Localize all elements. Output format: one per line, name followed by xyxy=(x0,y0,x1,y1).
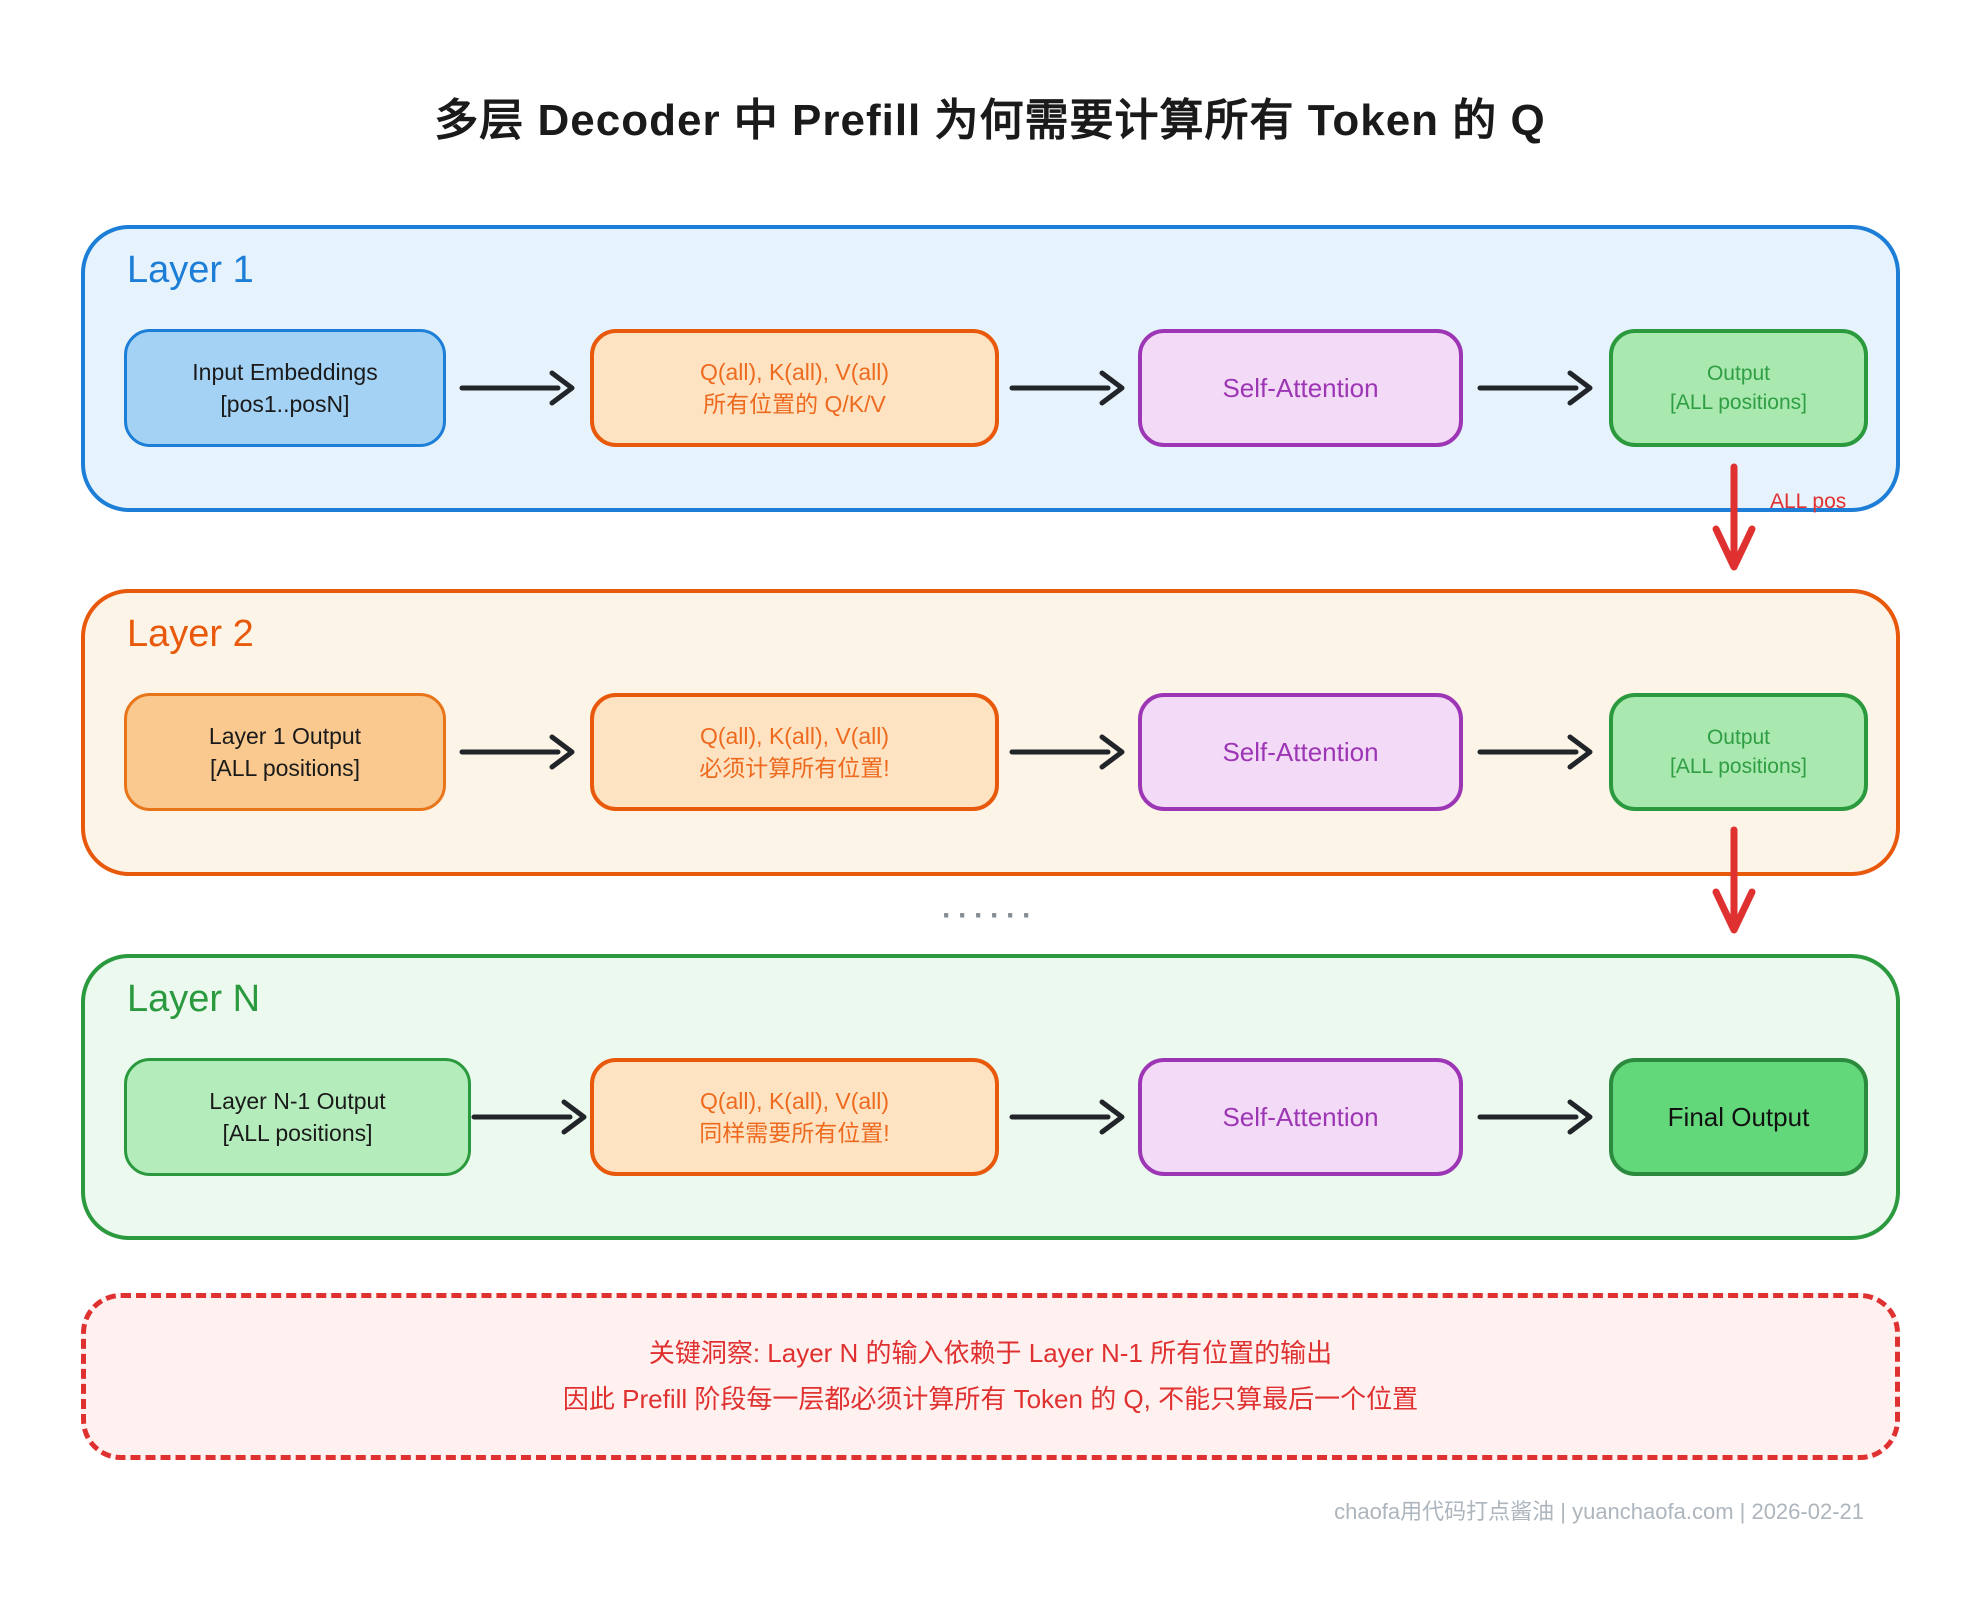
arrow-right-icon xyxy=(1476,730,1596,774)
box-text-line: [ALL positions] xyxy=(222,1120,373,1146)
page-title: 多层 Decoder 中 Prefill 为何需要计算所有 Token 的 Q xyxy=(434,96,1546,145)
box-text-line: 所有位置的 Q/K/V xyxy=(703,391,886,417)
arrow-right-icon xyxy=(1476,1095,1596,1139)
box-text-line: [pos1..posN] xyxy=(220,391,350,417)
arrow-right-icon xyxy=(1008,730,1128,774)
self-attention-box: Self-Attention xyxy=(1138,693,1463,811)
final-output-box: Final Output xyxy=(1609,1058,1868,1176)
box-text-line: [ALL positions] xyxy=(1670,391,1807,414)
box-text-line: Final Output xyxy=(1667,1101,1810,1132)
box-text-line: 必须计算所有位置! xyxy=(699,755,890,781)
arrow-right-icon xyxy=(1476,366,1596,410)
key-insight-box: 关键洞察: Layer N 的输入依赖于 Layer N-1 所有位置的输出 因… xyxy=(81,1293,1900,1460)
layer-1-label: Layer 1 xyxy=(127,249,254,291)
box-text-line: Layer 1 Output xyxy=(208,722,362,749)
box-text-line: Layer N-1 Output xyxy=(209,1087,386,1114)
insight-line: 关键洞察: Layer N 的输入依赖于 Layer N-1 所有位置的输出 xyxy=(648,1338,1333,1368)
layer-n-1-output-box: Layer N-1 Output [ALL positions] xyxy=(124,1058,471,1176)
layer-n-container: Layer N Layer N-1 Output [ALL positions]… xyxy=(81,954,1900,1240)
box-text-line: Input Embeddings xyxy=(192,358,378,385)
output-box: Output [ALL positions] xyxy=(1609,693,1868,811)
self-attention-box: Self-Attention xyxy=(1138,329,1463,447)
self-attention-box: Self-Attention xyxy=(1138,1058,1463,1176)
insight-line: 因此 Prefill 阶段每一层都必须计算所有 Token 的 Q, 不能只算最… xyxy=(562,1383,1419,1414)
box-text-line: [ALL positions] xyxy=(209,755,361,781)
layer-1-container: Layer 1 Input Embeddings [pos1..posN] Q(… xyxy=(81,225,1900,512)
layer-n-label: Layer N xyxy=(127,978,261,1020)
box-text-line: Output xyxy=(1706,725,1771,749)
arrow-right-icon xyxy=(470,1095,590,1139)
layer-1-output-box: Layer 1 Output [ALL positions] xyxy=(124,693,446,811)
box-text-line: Output xyxy=(1706,361,1771,385)
qkv-box: Q(all), K(all), V(all) 同样需要所有位置! xyxy=(590,1058,999,1176)
layer-2-label: Layer 2 xyxy=(127,613,254,655)
arrow-right-icon xyxy=(458,366,578,410)
arrow-right-icon xyxy=(1008,366,1128,410)
output-box: Output [ALL positions] xyxy=(1609,329,1868,447)
box-text-line: Self-Attention xyxy=(1222,372,1379,403)
box-text-line: Self-Attention xyxy=(1222,736,1379,767)
arrow-right-icon xyxy=(1008,1095,1128,1139)
box-text-line: [ALL positions] xyxy=(1670,755,1807,778)
box-text-line: Q(all), K(all), V(all) xyxy=(699,358,890,385)
qkv-box: Q(all), K(all), V(all) 所有位置的 Q/K/V xyxy=(590,329,999,447)
box-text-line: Self-Attention xyxy=(1222,1101,1379,1132)
arrow-right-icon xyxy=(458,730,578,774)
arrow-down-red-icon xyxy=(1704,463,1764,575)
box-text-line: 同样需要所有位置! xyxy=(699,1120,890,1146)
input-embeddings-box: Input Embeddings [pos1..posN] xyxy=(124,329,446,447)
layer-2-container: Layer 2 Layer 1 Output [ALL positions] Q… xyxy=(81,589,1900,876)
ellipsis-dots: ······ xyxy=(942,899,1038,932)
watermark-credit: chaofa用代码打点酱油 | yuanchaofa.com | 2026-02… xyxy=(1334,1499,1864,1524)
box-text-line: Q(all), K(all), V(all) xyxy=(699,1087,890,1114)
qkv-box: Q(all), K(all), V(all) 必须计算所有位置! xyxy=(590,693,999,811)
all-pos-annotation: ALL pos xyxy=(1770,490,1847,513)
box-text-line: Q(all), K(all), V(all) xyxy=(699,722,890,749)
